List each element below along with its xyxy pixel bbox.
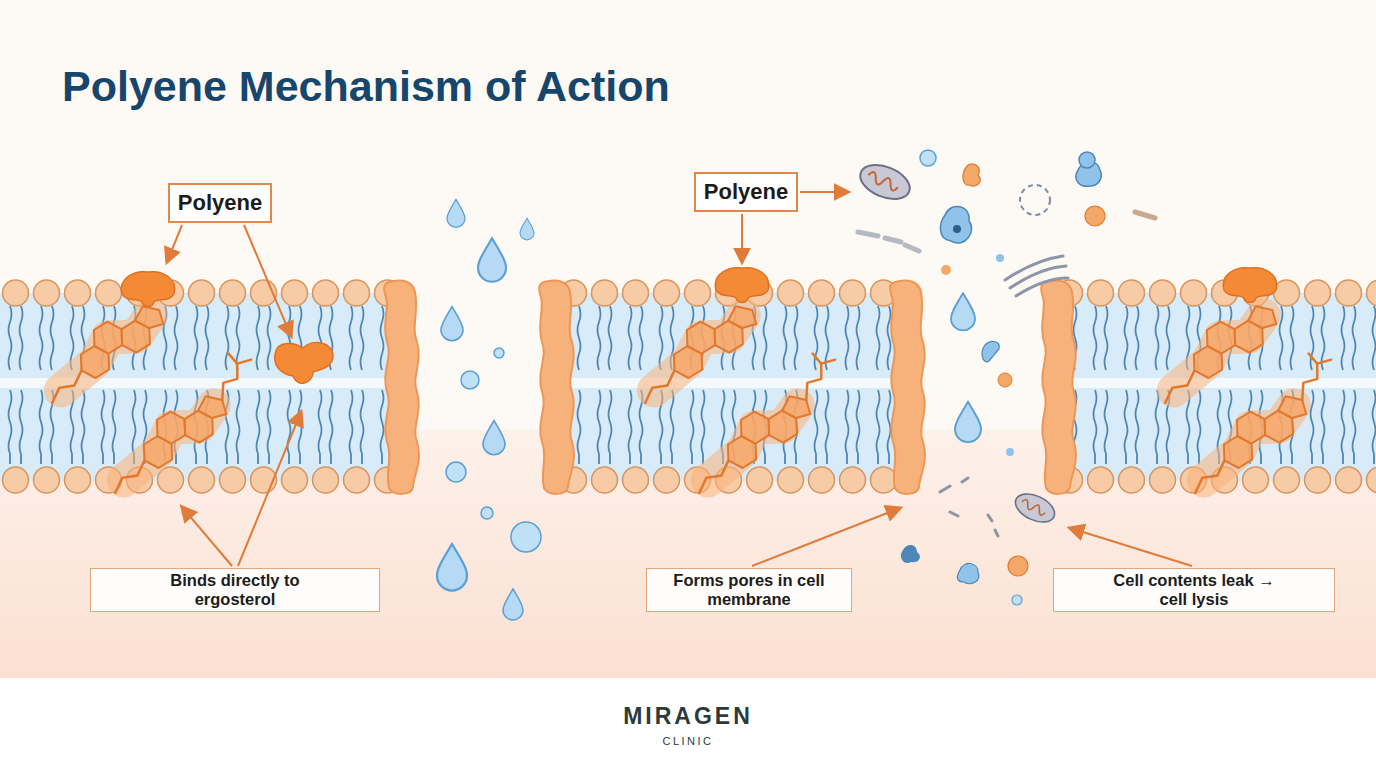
caption-box: Forms pores in cell membrane bbox=[646, 568, 852, 612]
callout-box: Polyene bbox=[694, 172, 798, 212]
logo-name: MIRAGEN bbox=[623, 703, 753, 730]
callout-box: Polyene bbox=[168, 183, 272, 223]
node-text: Cell contents leak → cell lysis bbox=[1099, 571, 1289, 609]
node-text: Binds directly to ergosterol bbox=[160, 571, 310, 609]
logo-subtitle: CLINIC bbox=[662, 735, 713, 747]
node-text: Polyene bbox=[178, 191, 262, 215]
caption-box: Cell contents leak → cell lysis bbox=[1053, 568, 1335, 612]
caption-box: Binds directly to ergosterol bbox=[90, 568, 380, 612]
diagram-title: Polyene Mechanism of Action bbox=[62, 62, 670, 111]
node-text: Polyene bbox=[704, 180, 788, 204]
node-text: Forms pores in cell membrane bbox=[667, 571, 832, 609]
